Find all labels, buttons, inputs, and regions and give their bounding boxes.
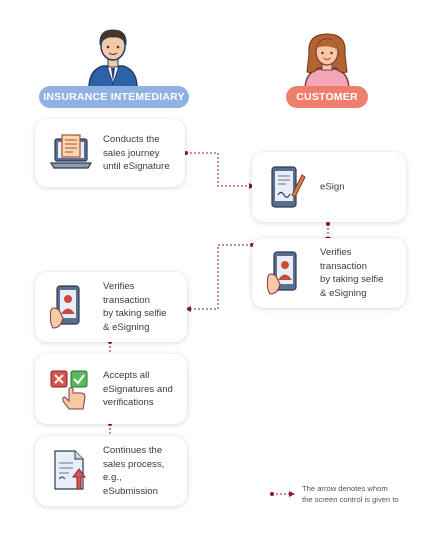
step-accept-all: Accepts all eSignatures and verification… — [35, 354, 187, 424]
arrow-journey-to-esign — [186, 152, 255, 189]
customer-role-label: CUSTOMER — [286, 86, 368, 108]
step-accept-all-text: Accepts all eSignatures and verification… — [103, 369, 173, 408]
step-agent-verify: Verifies transaction by taking selfie & … — [35, 272, 187, 342]
step-conduct-journey-text: Conducts the sales journey until eSignat… — [103, 133, 170, 172]
step-esign-text: eSign — [320, 181, 345, 193]
tablet-pen-icon — [271, 166, 306, 208]
phone-selfie-icon — [49, 285, 80, 329]
step-agent-verify-text: Verifies transaction by taking selfie & … — [103, 281, 167, 333]
intermediary-role-label: INSURANCE INTEMEDIARY — [39, 86, 189, 108]
laptop-document-icon — [49, 134, 93, 169]
step-customer-verify: Verifies transaction by taking selfie & … — [252, 238, 406, 308]
arrow-customer-to-agent-verify — [185, 244, 252, 312]
document-upload-icon — [54, 450, 86, 490]
step-customer-verify-text: Verifies transaction by taking selfie & … — [320, 247, 384, 299]
phone-selfie-icon — [266, 251, 297, 295]
legend-text: The arrow denotes whom the screen contro… — [302, 484, 399, 504]
step-continue-process-text: Continues the sales process, e.g., eSubm… — [103, 445, 165, 497]
customer-avatar — [304, 33, 350, 90]
intermediary-avatar — [88, 29, 138, 88]
step-conduct-journey: Conducts the sales journey until eSignat… — [35, 119, 185, 187]
approve-reject-hand-icon — [50, 370, 88, 410]
step-continue-process: Continues the sales process, e.g., eSubm… — [35, 436, 187, 506]
step-esign: eSign — [252, 152, 406, 222]
